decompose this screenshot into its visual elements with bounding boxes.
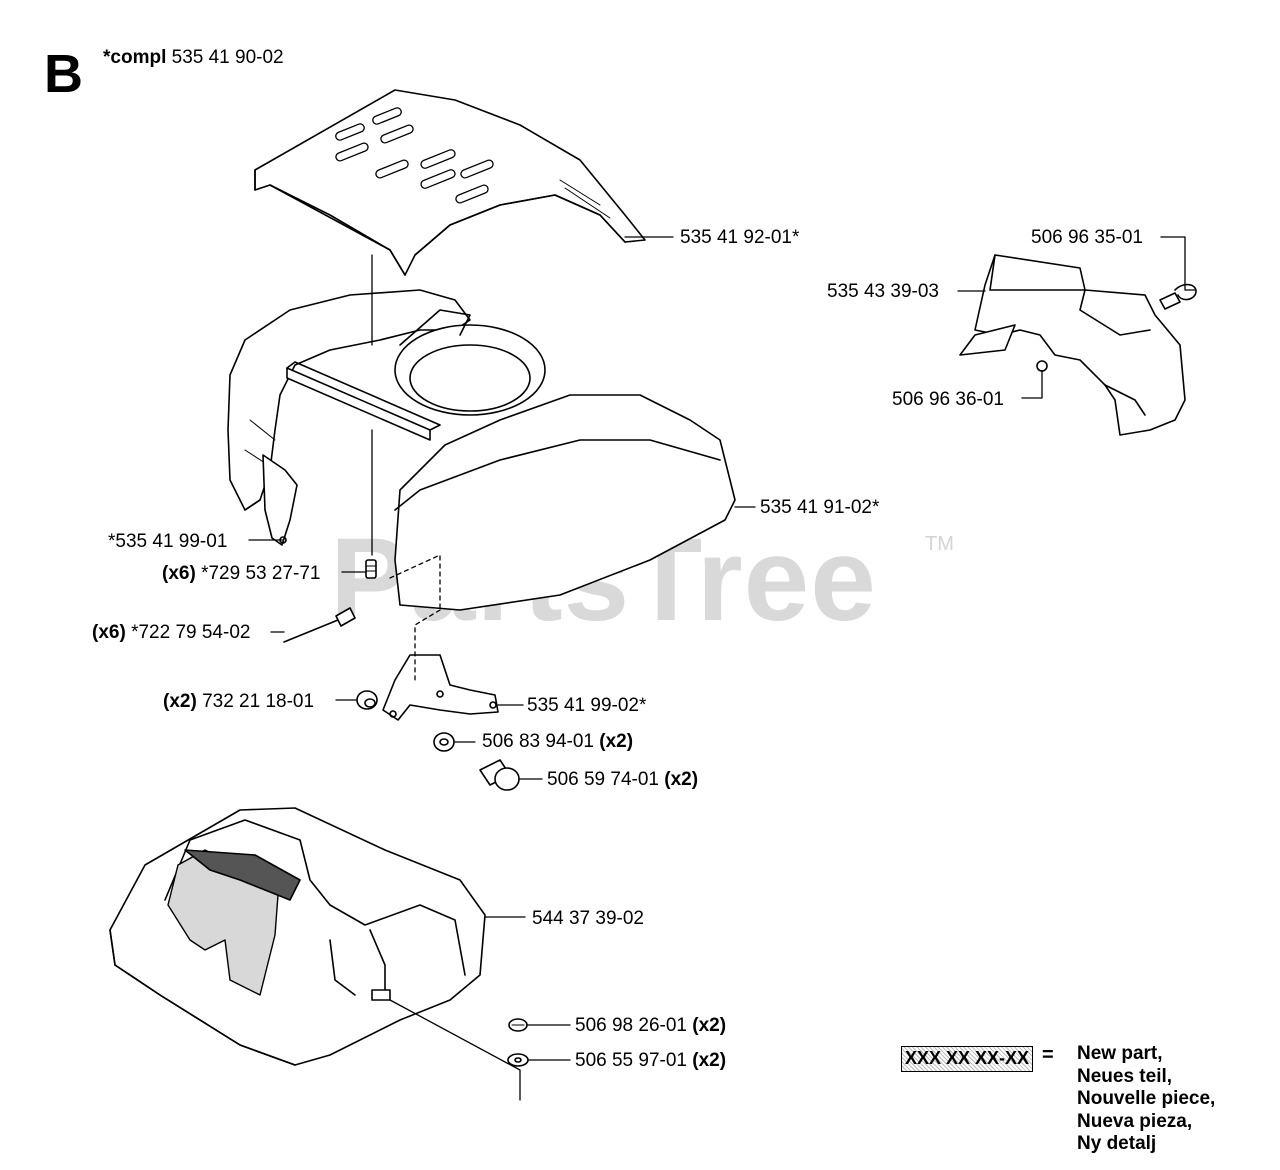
label-washer-506-83[interactable]: 506 83 94-01 (x2) — [482, 731, 633, 753]
section-letter: B — [44, 44, 83, 104]
clip-506-96-35-part[interactable] — [1159, 283, 1197, 310]
label-deflector-535-43[interactable]: 535 43 39-03 — [827, 281, 939, 303]
label-main-hood[interactable]: 535 41 91-02* — [760, 497, 879, 519]
main-hood-part[interactable] — [227, 289, 736, 611]
part-number: *722 79 54-02 — [131, 622, 251, 643]
compl-number: 535 41 90-02 — [171, 47, 284, 68]
quantity: (x2) — [692, 1050, 727, 1071]
legend-line: Nueva pieza, — [1077, 1110, 1193, 1132]
nut-506-96-36-part[interactable] — [1036, 360, 1048, 372]
new-part-legend-sample: XXX XX XX-XX — [901, 1046, 1033, 1072]
part-number: *729 53 27-71 — [201, 563, 321, 584]
quantity: (x2) — [599, 731, 634, 752]
part-number: 506 98 26-01 — [575, 1015, 687, 1036]
washer-506-55-part[interactable] — [507, 1053, 529, 1067]
legend-line: Nouvelle piece, — [1077, 1088, 1216, 1109]
part-number: 535 43 39-03 — [827, 281, 939, 302]
label-clip-506-96-35[interactable]: 506 96 35-01 — [1031, 227, 1143, 249]
part-number: 535 41 92-01* — [680, 227, 800, 248]
label-top-cover[interactable]: 535 41 92-01* — [680, 227, 799, 249]
part-number: *535 41 99-01 — [108, 531, 228, 552]
part-number: 535 41 91-02* — [760, 497, 880, 518]
label-bolt-506-59[interactable]: 506 59 74-01 (x2) — [547, 769, 698, 791]
quantity: (x6) — [162, 563, 196, 584]
quantity: (x2) — [692, 1015, 727, 1036]
label-lower-cover[interactable]: 544 37 39-02 — [532, 908, 644, 930]
watermark-trademark: TM — [925, 533, 954, 555]
label-right-bracket[interactable]: 535 41 99-02* — [527, 695, 646, 717]
legend-text: New part, Neues teil, Nouvelle piece, Nu… — [1077, 1043, 1215, 1156]
legend-line: Ny detalj — [1077, 1133, 1157, 1154]
part-number: 506 96 36-01 — [892, 389, 1004, 410]
right-bracket-part[interactable] — [382, 654, 499, 721]
deflector-part[interactable] — [959, 254, 1186, 436]
part-number: 506 59 74-01 — [547, 769, 659, 790]
complete-assembly-label: *compl 535 41 90-02 — [103, 47, 284, 69]
bolt-506-59-part[interactable] — [479, 759, 520, 791]
part-number: 544 37 39-02 — [532, 908, 644, 929]
part-number: 506 96 35-01 — [1031, 227, 1143, 248]
rivet-722-part[interactable] — [283, 607, 356, 643]
part-number: 535 41 99-02* — [527, 695, 647, 716]
compl-prefix: *compl — [103, 47, 167, 68]
quantity: (x2) — [163, 691, 197, 712]
label-screw-729[interactable]: (x6) *729 53 27-71 — [162, 563, 320, 585]
part-number: 732 21 18-01 — [202, 691, 315, 712]
screw-506-98-part[interactable] — [508, 1018, 528, 1032]
washer-506-83-part[interactable] — [433, 732, 455, 752]
label-nut-732[interactable]: (x2) 732 21 18-01 — [163, 691, 314, 713]
leader-lines — [248, 236, 1196, 1101]
label-nut-506-96-36[interactable]: 506 96 36-01 — [892, 389, 1004, 411]
quantity: (x6) — [92, 622, 126, 643]
screw-729-part[interactable] — [365, 559, 377, 579]
label-screw-506-98[interactable]: 506 98 26-01 (x2) — [575, 1015, 726, 1037]
lower-cover-part[interactable] — [109, 807, 486, 1066]
nut-732-part[interactable] — [356, 690, 378, 710]
legend-line: New part, — [1077, 1043, 1163, 1064]
left-bracket-part[interactable] — [262, 454, 298, 546]
quantity: (x2) — [664, 769, 699, 790]
label-rivet-722[interactable]: (x6) *722 79 54-02 — [92, 622, 250, 644]
legend-line: Neues teil, — [1077, 1065, 1173, 1087]
legend-equals: = — [1042, 1044, 1054, 1066]
label-left-bracket[interactable]: *535 41 99-01 — [108, 531, 227, 553]
top-cover-part[interactable] — [254, 89, 646, 276]
part-number: 506 83 94-01 — [482, 731, 594, 752]
label-washer-506-55[interactable]: 506 55 97-01 (x2) — [575, 1050, 726, 1072]
part-number: 506 55 97-01 — [575, 1050, 687, 1071]
